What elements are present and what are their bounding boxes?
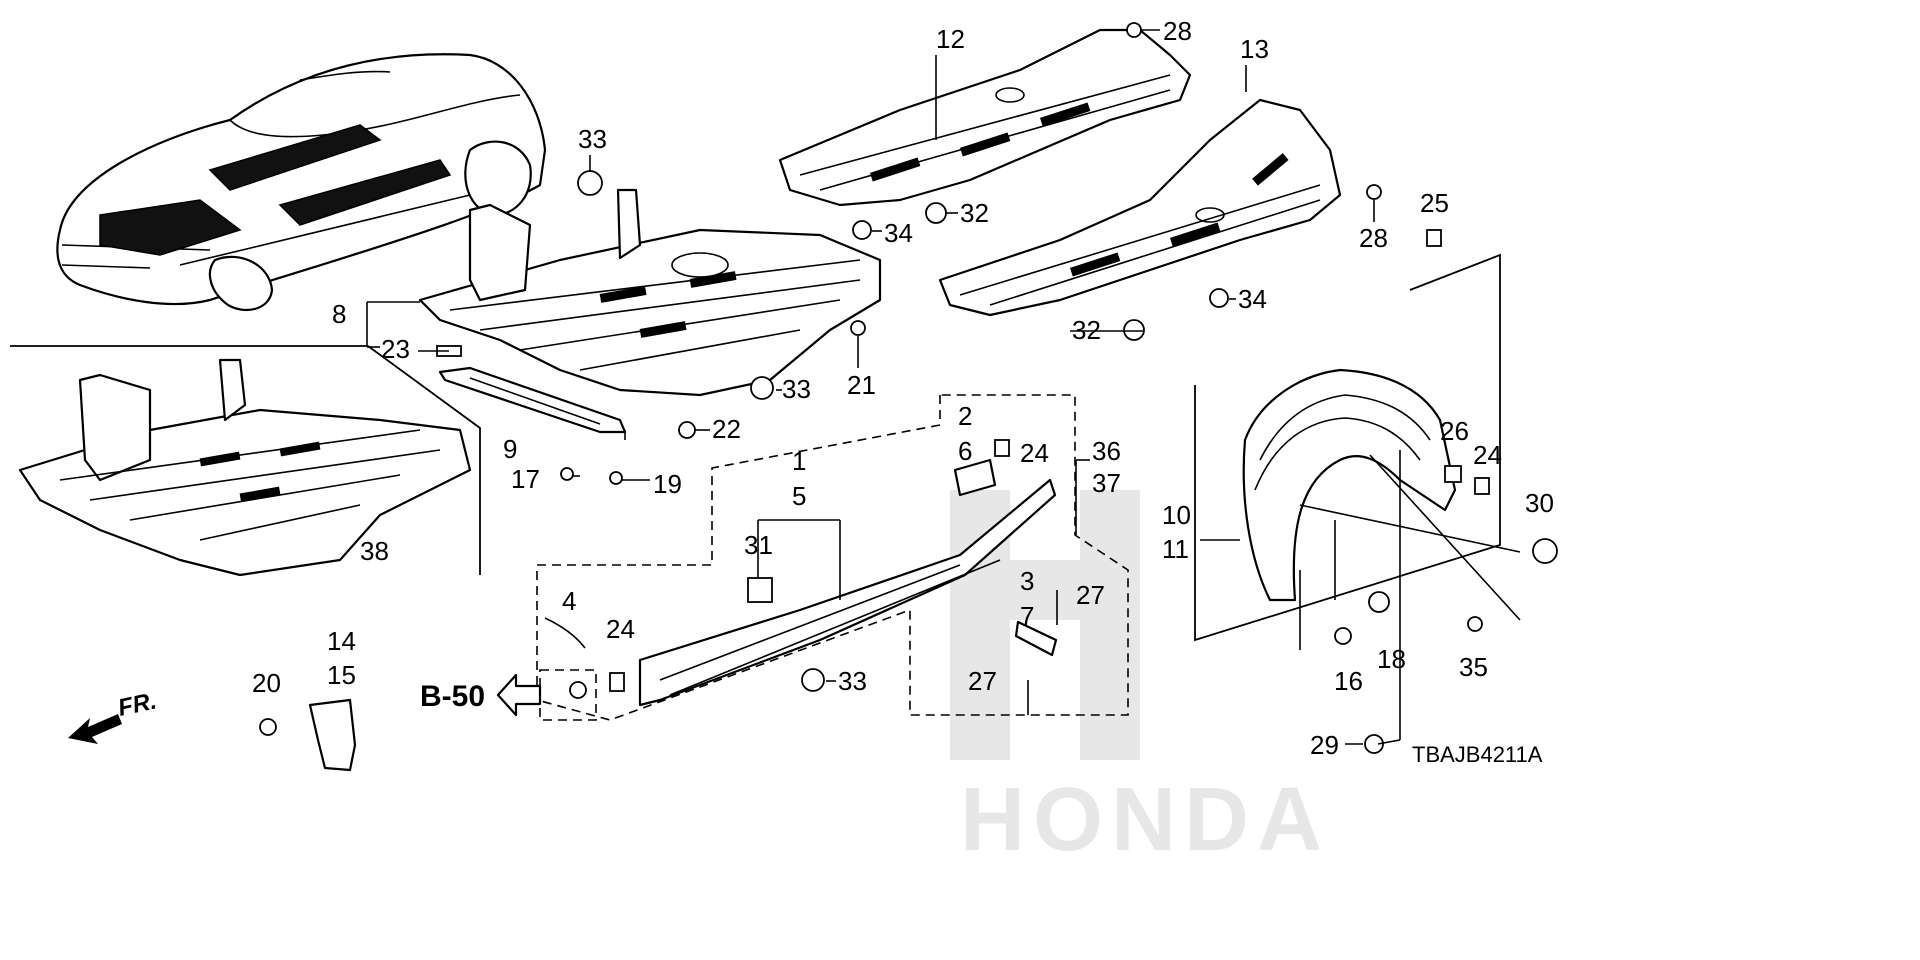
callout-8: 8 bbox=[332, 299, 346, 329]
reference-label: B-50 bbox=[420, 680, 485, 713]
callout-34-upper: 34 bbox=[884, 218, 913, 248]
sill-assembly-frame bbox=[536, 394, 1129, 721]
callout-labels: 1 2 3 4 5 6 7 8 9 10 11 12 13 14 15 16 1… bbox=[252, 16, 1554, 760]
callout-1: 1 bbox=[792, 446, 806, 476]
callout-12: 12 bbox=[936, 24, 965, 54]
callout-4: 4 bbox=[562, 586, 576, 616]
callout-27-upper: 27 bbox=[1076, 580, 1105, 610]
callout-24-fender: 24 bbox=[1473, 440, 1502, 470]
callout-28-top: 28 bbox=[1163, 16, 1192, 46]
callout-17: 17 bbox=[511, 464, 540, 494]
callout-11: 11 bbox=[1162, 534, 1189, 564]
callout-27-lower: 27 bbox=[968, 666, 997, 696]
callout-29: 29 bbox=[1310, 730, 1339, 760]
callout-15: 15 bbox=[327, 660, 356, 690]
callout-19: 19 bbox=[653, 469, 682, 499]
callout-26: 26 bbox=[1440, 416, 1469, 446]
callout-37: 37 bbox=[1092, 468, 1121, 498]
callout-23: 23 bbox=[381, 334, 410, 364]
part-12-undercover bbox=[778, 28, 1192, 207]
side-sill-garnish bbox=[638, 478, 1057, 707]
callout-18: 18 bbox=[1377, 644, 1406, 674]
part-8-undercover bbox=[418, 188, 882, 397]
callout-33-bottom: 33 bbox=[838, 666, 867, 696]
callout-24-sill: 24 bbox=[606, 614, 635, 644]
callout-34-lower: 34 bbox=[1238, 284, 1267, 314]
callout-3: 3 bbox=[1020, 566, 1034, 596]
callout-28-right: 28 bbox=[1359, 223, 1388, 253]
front-arrow-icon bbox=[68, 714, 122, 744]
callout-32-upper: 32 bbox=[960, 198, 989, 228]
callout-35: 35 bbox=[1459, 652, 1488, 682]
callout-13: 13 bbox=[1240, 34, 1269, 64]
callout-10: 10 bbox=[1162, 500, 1191, 530]
fasteners bbox=[259, 22, 1558, 754]
callout-25: 25 bbox=[1420, 188, 1449, 218]
inner-fender bbox=[1242, 368, 1457, 602]
callout-20: 20 bbox=[252, 668, 281, 698]
callout-22: 22 bbox=[712, 414, 741, 444]
callout-7: 7 bbox=[1020, 601, 1034, 631]
label-leaders bbox=[418, 29, 1401, 745]
reference-fastener-box bbox=[539, 669, 597, 721]
svg-text:HONDA: HONDA bbox=[960, 770, 1330, 870]
vehicle-overview bbox=[56, 53, 547, 312]
callout-21: 21 bbox=[847, 370, 876, 400]
fender-frame bbox=[1194, 253, 1501, 642]
callout-9: 9 bbox=[503, 434, 517, 464]
frame-38 bbox=[10, 345, 481, 575]
callout-33-top: 33 bbox=[578, 124, 607, 154]
drawing-code: TBAJB4211A bbox=[1412, 742, 1543, 767]
part-38-undercover bbox=[18, 358, 472, 577]
callout-33-middle: 33 bbox=[782, 374, 811, 404]
callout-24-bracket: 24 bbox=[1020, 438, 1049, 468]
front-label: FR. bbox=[116, 687, 159, 721]
callout-30: 30 bbox=[1525, 488, 1554, 518]
reference-arrow-icon bbox=[496, 673, 542, 717]
callout-2: 2 bbox=[958, 401, 972, 431]
callout-31: 31 bbox=[744, 530, 773, 560]
callout-5: 5 bbox=[792, 481, 806, 511]
front-direction-indicator: FR. bbox=[68, 687, 159, 744]
callout-38: 38 bbox=[360, 536, 389, 566]
callout-6: 6 bbox=[958, 436, 972, 466]
honda-watermark: HONDA bbox=[950, 490, 1330, 870]
callout-16: 16 bbox=[1334, 666, 1363, 696]
part-13-undercover bbox=[938, 98, 1342, 317]
callout-36: 36 bbox=[1092, 436, 1121, 466]
callout-32-lower: 32 bbox=[1072, 315, 1101, 345]
reference-b50: B-50 bbox=[420, 673, 542, 717]
callout-14: 14 bbox=[327, 626, 356, 656]
mud-guard bbox=[308, 698, 357, 772]
